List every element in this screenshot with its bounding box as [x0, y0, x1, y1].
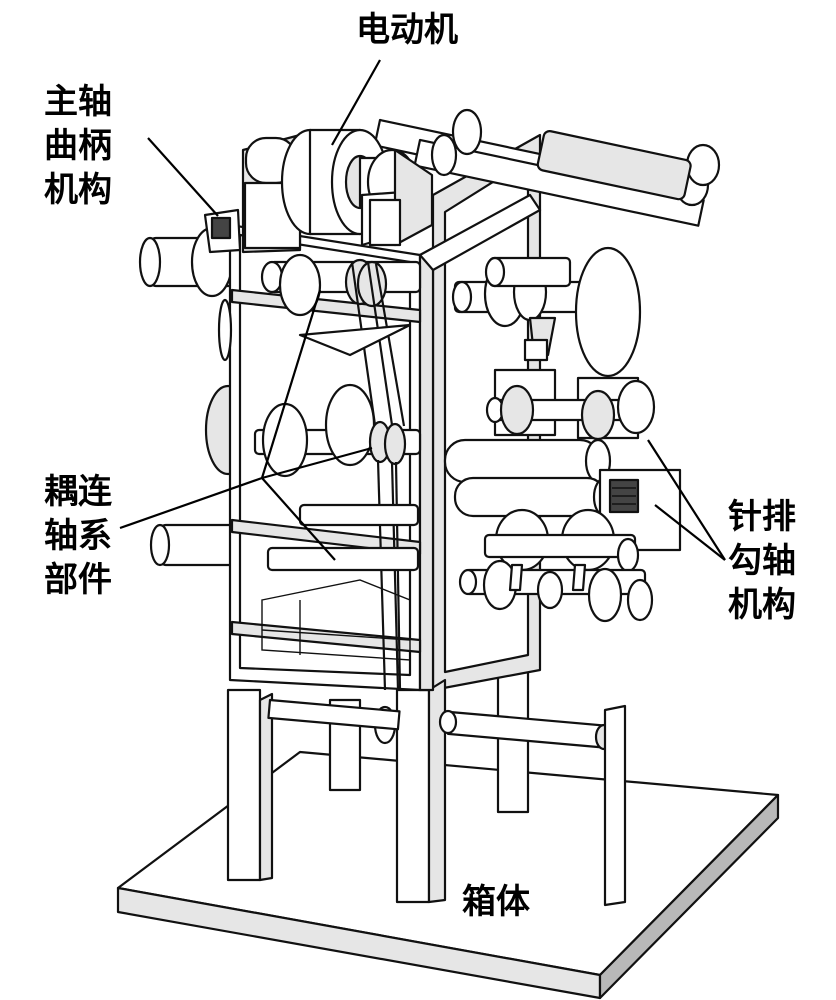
- coupling-leader-4: [261, 477, 336, 561]
- label-box-text: 箱体: [462, 882, 530, 922]
- label-needle-hook-line-3: 机构: [728, 585, 796, 625]
- needle-leader-1: [647, 439, 726, 561]
- leader-lines: [119, 59, 726, 561]
- label-needle-hook-line-1: 针排: [728, 497, 796, 537]
- motor: [241, 128, 434, 254]
- label-coupling-shaft-line-2: 轴系: [44, 516, 112, 556]
- coupling-leader-2: [260, 289, 322, 479]
- motor-leader: [331, 59, 381, 146]
- label-coupling-shaft-line-1: 耦连: [44, 472, 112, 512]
- label-box: 箱体: [462, 880, 530, 924]
- coupling-leader-1: [119, 476, 263, 530]
- base-plate: [116, 750, 780, 1000]
- label-needle-hook: 针排 勾轴 机构: [728, 495, 796, 627]
- crank-leader: [147, 137, 219, 217]
- label-motor-text: 电动机: [356, 10, 458, 50]
- top-rear-shafts: [373, 108, 721, 227]
- label-needle-hook-line-2: 勾轴: [728, 541, 796, 581]
- label-motor: 电动机: [356, 8, 458, 52]
- label-coupling-shaft-line-3: 部件: [44, 560, 112, 600]
- box-rail: [438, 704, 627, 907]
- needle-hook-mechanism: [443, 246, 682, 623]
- needle-leader-2: [654, 504, 726, 561]
- label-main-crank: 主轴 曲柄 机构: [44, 80, 112, 212]
- label-main-crank-line-2: 曲柄: [44, 126, 112, 166]
- coupling-shaft-assembly: [253, 253, 422, 691]
- label-main-crank-line-1: 主轴: [44, 82, 112, 122]
- coupling-leader-3: [261, 446, 373, 480]
- label-coupling-shaft: 耦连 轴系 部件: [44, 470, 112, 602]
- main-crank: [203, 208, 242, 362]
- label-main-crank-line-3: 机构: [44, 170, 112, 210]
